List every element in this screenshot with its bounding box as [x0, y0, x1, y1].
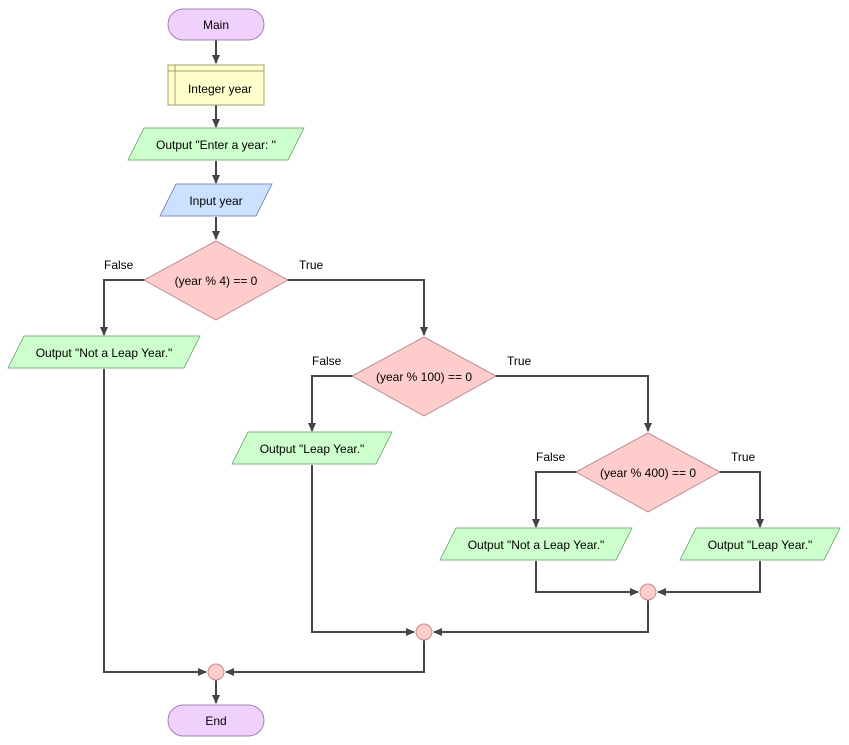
node-not-leap-2-label: Output "Not a Leap Year.": [468, 538, 605, 552]
node-decision-2-label: (year % 100) == 0: [376, 370, 472, 384]
edge-j2-j1: [225, 640, 425, 676]
edge-d1-false: [100, 279, 145, 336]
node-decision-1[interactable]: (year % 4) == 0: [142, 240, 290, 321]
node-declare-label: Integer year: [188, 82, 252, 96]
node-end-label: End: [205, 714, 226, 728]
edge-leap2-j3: [657, 561, 761, 596]
edge-j3-j2: [433, 600, 649, 636]
d2-true-label: True: [507, 354, 532, 368]
junction-2: [415, 623, 433, 641]
node-output-not-leap-2[interactable]: Output "Not a Leap Year.": [439, 527, 633, 561]
node-input[interactable]: Input year: [159, 183, 273, 217]
d2-false-label: False: [312, 354, 342, 368]
node-main-label: Main: [203, 18, 229, 32]
edge-leap1-j2: [311, 465, 415, 636]
edges: [100, 40, 764, 704]
junction-1: [207, 663, 225, 681]
node-output-leap-2[interactable]: Output "Leap Year.": [679, 527, 841, 561]
node-end[interactable]: End: [167, 704, 265, 737]
node-output-not-leap-1[interactable]: Output "Not a Leap Year.": [7, 335, 201, 369]
node-decision-1-label: (year % 4) == 0: [175, 274, 258, 288]
d3-false-label: False: [536, 450, 566, 464]
junction-3: [639, 583, 657, 601]
node-prompt-output[interactable]: Output "Enter a year: ": [127, 127, 305, 161]
edge-d2-false: [308, 375, 353, 432]
edge-d3-true: [719, 471, 764, 528]
d3-true-label: True: [731, 450, 756, 464]
node-input-label: Input year: [189, 194, 242, 208]
node-decision-3[interactable]: (year % 400) == 0: [574, 432, 722, 513]
node-leap-2-label: Output "Leap Year.": [708, 538, 813, 552]
node-decision-2[interactable]: (year % 100) == 0: [350, 336, 498, 417]
edge-d3-false: [532, 471, 577, 528]
node-prompt-label: Output "Enter a year: ": [156, 138, 276, 152]
node-output-leap-1[interactable]: Output "Leap Year.": [231, 431, 393, 465]
node-leap-1-label: Output "Leap Year.": [260, 442, 365, 456]
edge-notleap1-j1: [103, 369, 207, 676]
node-declare[interactable]: Integer year: [167, 64, 265, 106]
d1-false-label: False: [104, 258, 134, 272]
edge-d1-true: [287, 279, 428, 336]
edge-notleap2-j3: [535, 561, 639, 596]
node-main[interactable]: Main: [167, 8, 265, 41]
node-decision-3-label: (year % 400) == 0: [600, 466, 696, 480]
d1-true-label: True: [299, 258, 324, 272]
node-not-leap-1-label: Output "Not a Leap Year.": [36, 346, 173, 360]
edge-d2-true: [495, 375, 652, 432]
